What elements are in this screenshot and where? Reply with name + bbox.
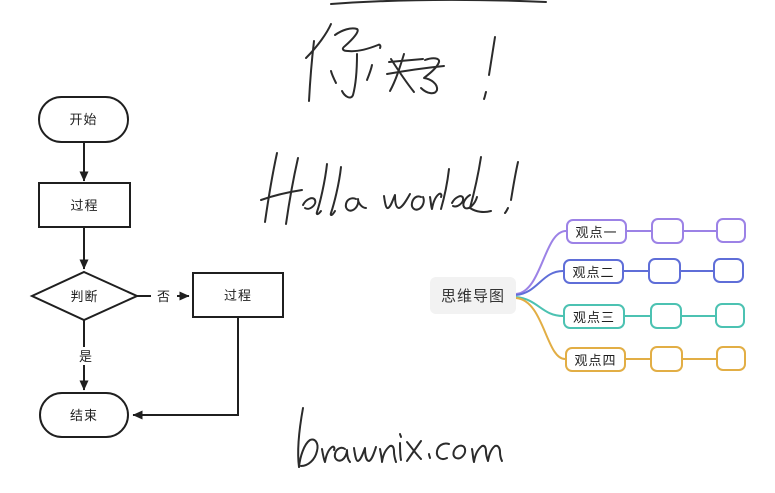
mindmap-branch1-links[interactable] bbox=[515, 230, 716, 295]
mindmap-branch4-subnode1[interactable] bbox=[650, 346, 683, 372]
mindmap-branch3-links[interactable] bbox=[515, 296, 715, 317]
flowchart-yes-label: 是 bbox=[74, 347, 98, 365]
mindmap-branch2-links[interactable] bbox=[515, 270, 713, 296]
handwritten-top-stroke[interactable] bbox=[330, 0, 547, 5]
flowchart-process1-shape[interactable] bbox=[38, 182, 131, 228]
mindmap-root-node[interactable]: 思维导图 bbox=[430, 277, 516, 314]
flowchart-process2-label: 过程 bbox=[223, 287, 252, 303]
mindmap-branch3-subnode1[interactable] bbox=[650, 303, 682, 329]
flowchart-no-label: 否 bbox=[151, 287, 177, 305]
mindmap-branch1-node[interactable]: 观点一 bbox=[566, 219, 627, 244]
handwritten-greeting-en[interactable] bbox=[260, 152, 519, 225]
mindmap-branch2-node[interactable]: 观点二 bbox=[563, 259, 624, 284]
mindmap-branch3-subnode2[interactable] bbox=[715, 303, 745, 328]
flowchart-decision-label: 判断 bbox=[70, 288, 99, 304]
mindmap-branch3-label: 观点三 bbox=[572, 310, 615, 325]
mindmap-branch3-node[interactable]: 观点三 bbox=[563, 304, 625, 329]
mindmap-branch2-subnode2[interactable] bbox=[713, 258, 744, 283]
flowchart-process1-label: 过程 bbox=[70, 197, 99, 213]
mindmap-branch4-label: 观点四 bbox=[574, 353, 617, 368]
flowchart-end-shape[interactable] bbox=[39, 392, 129, 438]
mindmap-branch1-subnode1[interactable] bbox=[651, 218, 684, 244]
mindmap-branch1-label: 观点一 bbox=[575, 225, 618, 240]
flowchart-start-label: 开始 bbox=[69, 112, 98, 127]
mindmap-branch1-subnode2[interactable] bbox=[716, 218, 746, 243]
mindmap-branch2-subnode1[interactable] bbox=[648, 258, 681, 284]
mindmap-branch4-node[interactable]: 观点四 bbox=[565, 347, 626, 372]
handwritten-greeting-cn[interactable] bbox=[305, 23, 496, 102]
flowchart-elbow-process2-end[interactable] bbox=[132, 317, 239, 420]
handwritten-watermark[interactable] bbox=[297, 407, 503, 468]
mindmap-branch2-label: 观点二 bbox=[572, 265, 615, 280]
handwriting-layer bbox=[260, 0, 547, 468]
mindmap-connectors bbox=[515, 230, 716, 360]
mindmap-branch4-subnode2[interactable] bbox=[716, 346, 746, 371]
flowchart bbox=[29, 96, 284, 438]
mindmap-branch4-links[interactable] bbox=[515, 297, 716, 360]
flowchart-end-label: 结束 bbox=[69, 407, 98, 423]
